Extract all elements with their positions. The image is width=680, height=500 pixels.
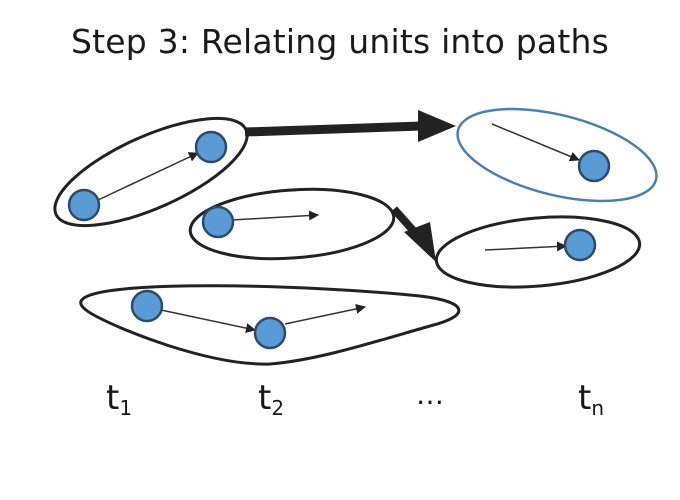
unit-group-outline-4	[79, 284, 461, 366]
time-label-tn: tn	[578, 378, 605, 420]
unit-link-arrow-4a	[160, 309, 256, 334]
unit-node-3	[563, 228, 597, 262]
unit-group-outline-3	[434, 215, 642, 289]
unit-link-arrow-2	[231, 210, 319, 221]
time-label-t2: t2	[258, 378, 285, 420]
unit-link-arrow-4b	[284, 303, 366, 325]
unit-group-outline-highlight	[456, 107, 658, 203]
path-arrow-thick-1-head	[418, 110, 456, 142]
path-arrow-thick-1	[244, 121, 423, 137]
unit-node-2a	[201, 205, 235, 239]
unit-node-1a	[67, 188, 101, 222]
unit-node-highlight	[577, 149, 611, 183]
diagram-title: Step 3: Relating units into paths	[71, 22, 609, 61]
unit-group-outline-2	[188, 187, 396, 261]
unit-node-4b	[253, 316, 287, 350]
time-label-ellipsis: …	[416, 378, 444, 411]
unit-node-4a	[130, 289, 164, 323]
unit-link-arrow-highlight	[491, 123, 580, 162]
time-label-t1: t1	[106, 378, 133, 420]
unit-node-1b	[194, 130, 228, 164]
unit-link-arrow-1	[97, 152, 199, 201]
unit-link-arrow-3	[484, 241, 567, 252]
path-arrow-thick-2-head	[404, 222, 436, 262]
